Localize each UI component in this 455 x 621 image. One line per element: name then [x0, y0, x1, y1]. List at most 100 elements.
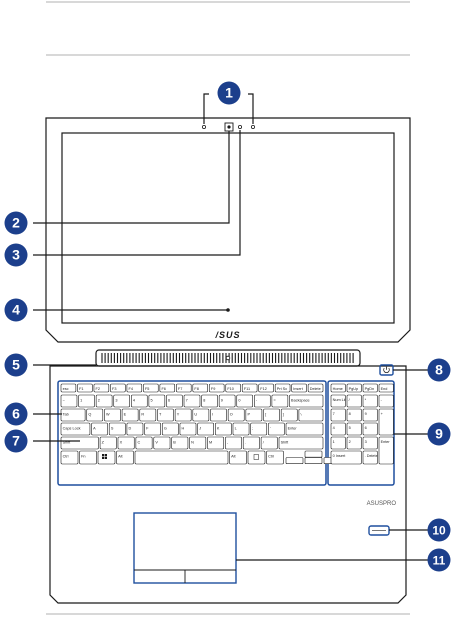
numpad-key-7: - [378, 394, 394, 408]
numpad-key-label: + [381, 412, 384, 416]
key-label: ~ [63, 399, 66, 403]
key-label: 6 [168, 399, 170, 403]
numpad-key-19: 0 Insert [330, 450, 362, 465]
numpad-highlight [327, 380, 395, 486]
display-center-dot [226, 308, 230, 312]
key-label: ] [283, 413, 284, 417]
key-label: Y [177, 413, 180, 417]
callout-number: 1 [225, 85, 233, 101]
key-38: I [210, 408, 227, 422]
numpad-key-16: 2 [346, 436, 362, 450]
callout-3: 3 [4, 243, 28, 267]
key-21: 5 [148, 394, 166, 408]
key-25: 9 [218, 394, 236, 408]
arrow-up-key [304, 450, 323, 458]
key-label: 4 [133, 399, 135, 403]
menu-icon [253, 454, 259, 460]
leader-3 [33, 130, 241, 256]
key-72: Alt [229, 450, 247, 465]
key-label: . [245, 441, 246, 445]
key-label: 3 [115, 399, 117, 403]
callout-badge [4, 429, 28, 453]
key-28: = [271, 394, 289, 408]
callout-number: 3 [12, 247, 20, 263]
spacebar-key [134, 450, 229, 465]
key-label: Backspace [291, 399, 310, 403]
callout-badge [427, 422, 451, 446]
numpad-key-4: Num Lk [330, 394, 346, 408]
callout-badge [4, 402, 28, 426]
numpad-key-6: * [362, 394, 378, 408]
key-49: G [161, 422, 179, 436]
callout-11: 11 [427, 548, 451, 572]
microphone-right-icon [250, 125, 255, 130]
key-label: Alt [118, 455, 123, 459]
key-15: Delete [307, 383, 324, 393]
callout-number: 4 [12, 302, 20, 318]
key-45: A [91, 422, 108, 436]
key-69: Ctrl [60, 450, 79, 465]
key-label: E [124, 413, 127, 417]
numpad-key-5: / [346, 394, 362, 408]
callout-badge [427, 548, 451, 572]
key-59: X [117, 436, 135, 450]
numpad-key-2: PgDn [362, 383, 378, 393]
numpad-key-label: 0 Insert [333, 454, 347, 458]
key-42: ] [280, 408, 298, 422]
key-label: Prt Sc [277, 387, 287, 391]
numpad-key-0: Home [330, 383, 346, 393]
key-5: F5 [143, 383, 159, 393]
key-label: F4 [129, 387, 133, 391]
numpad-key-label: 7 [333, 412, 335, 416]
callout-number: 6 [12, 406, 20, 422]
numpad-key-1: PgUp [346, 383, 362, 393]
key-label: F10 [227, 387, 234, 391]
callout-number: 11 [433, 554, 446, 568]
key-label: 2 [98, 399, 100, 403]
key-11: F11 [241, 383, 258, 393]
key-29: Backspace [289, 394, 324, 408]
numpad-key-label: 8 [349, 412, 351, 416]
key-label: O [230, 413, 233, 417]
key-46: S [108, 422, 126, 436]
callout-number: 2 [12, 215, 20, 231]
callout-badge [4, 211, 28, 235]
numpad-key-label: * [365, 398, 367, 402]
key-64: M [207, 436, 225, 450]
key-17: 1 [78, 394, 95, 408]
key-37: U [192, 408, 210, 422]
display-panel [61, 132, 395, 324]
key-label: H [182, 427, 185, 431]
key-label: Delete [310, 387, 321, 391]
key-label: Tab [63, 413, 69, 417]
key-68: Shift [278, 436, 324, 450]
numpad-key-8: 7 [330, 408, 346, 422]
key-label: - [256, 399, 258, 403]
key-label: W [106, 413, 110, 417]
key-55: ' [268, 422, 285, 436]
callout-5: 5 [4, 353, 28, 377]
key-63: N [189, 436, 207, 450]
callout-badge [427, 358, 451, 382]
key-24: 8 [201, 394, 218, 408]
key-label: 1 [80, 399, 82, 403]
key-label: Insert [293, 387, 303, 391]
key-30: Tab [60, 408, 86, 422]
key-label: ; [252, 427, 253, 431]
key-label: F7 [178, 387, 182, 391]
key-label: esc [63, 387, 69, 391]
numpad-key-13: 5 [346, 422, 362, 436]
numpad-key-label: / [349, 398, 351, 402]
key-label: R [141, 413, 144, 417]
numpad-key-14: 6 [362, 422, 378, 436]
callout-badge [427, 518, 451, 542]
key-4: F4 [126, 383, 143, 393]
callout-10: 10 [427, 518, 451, 542]
numpad-key-label: Home [333, 387, 343, 391]
key-27: - [254, 394, 271, 408]
hinge-vent-grille [101, 353, 354, 363]
key-label: F5 [145, 387, 149, 391]
key-34: R [139, 408, 157, 422]
